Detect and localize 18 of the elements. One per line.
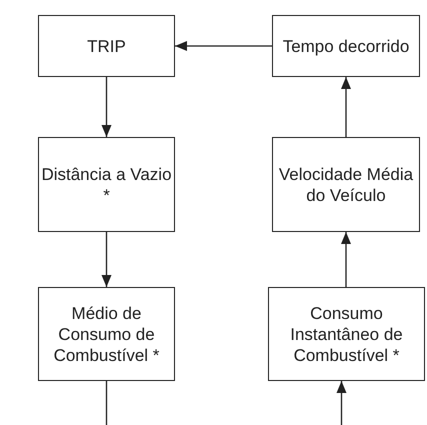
process-box [272,15,420,77]
box-label: Consumo Instantâneo de Combustível * [289,302,404,366]
process-box [38,15,175,77]
process-box [268,287,425,381]
box-label: Velocidade Média do Veículo [278,164,414,206]
process-box [38,137,175,232]
arrow [341,232,351,287]
arrow [102,77,112,137]
process-box [38,287,175,381]
box-label: TRIP [87,36,126,56]
arrow [341,77,351,137]
process-box [272,137,420,232]
box-label: Médio de Consumo de Combustível * [52,302,160,366]
arrow [102,232,112,287]
box-label: Tempo decorrido [282,36,410,56]
arrow [336,381,346,425]
arrow [175,41,272,51]
box-label: Distância a Vazio * [40,164,173,206]
